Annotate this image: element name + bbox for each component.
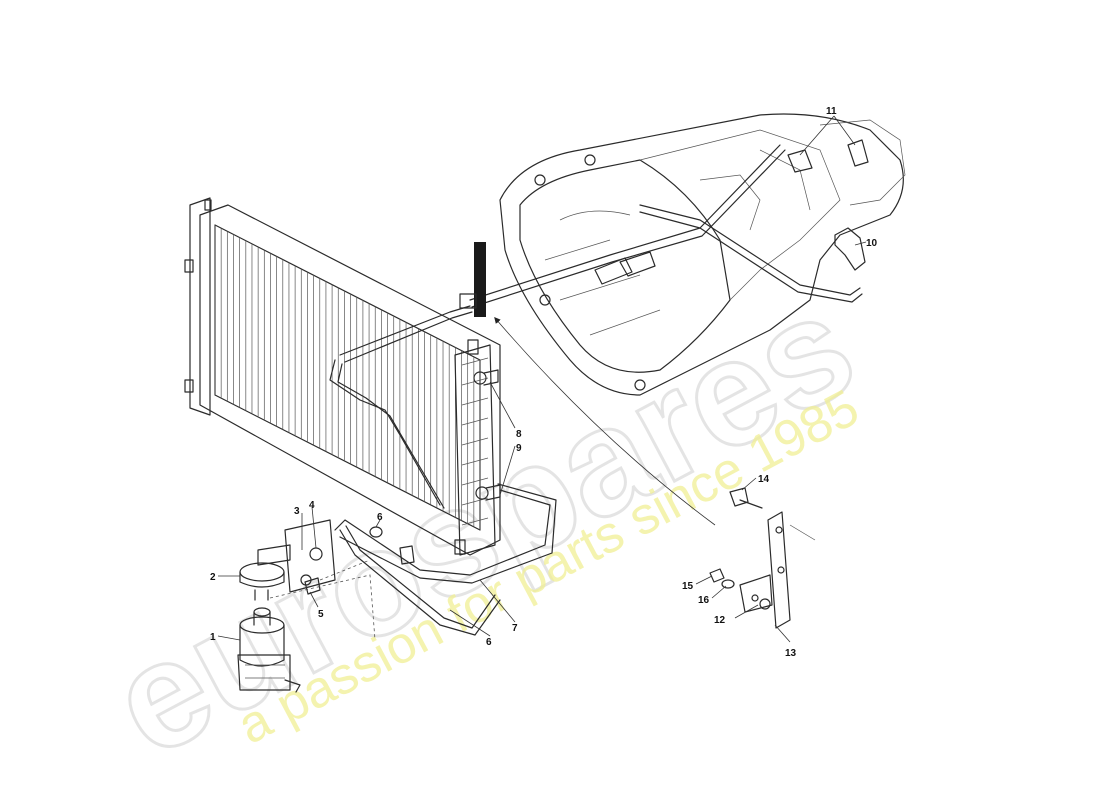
callout-8: 8 <box>516 429 522 440</box>
leader-lines <box>217 115 867 643</box>
callout-10: 10 <box>866 238 878 249</box>
oil-pump <box>237 607 301 693</box>
mount-bracket <box>257 519 336 593</box>
callout-6b: 6 <box>486 637 492 648</box>
callout-1: 1 <box>210 632 216 643</box>
callout-11: 11 <box>826 106 837 117</box>
pipe-clip <box>459 242 486 317</box>
callout-6a: 6 <box>377 512 383 523</box>
callout-13: 13 <box>785 648 797 659</box>
callout-9: 9 <box>516 443 522 454</box>
callout-4: 4 <box>309 500 315 511</box>
watermark-brand: eurospares <box>86 260 879 788</box>
cooler-pipes <box>329 144 863 636</box>
o-ring-6b <box>399 545 415 565</box>
fitting-8 <box>473 369 499 386</box>
callout-7: 7 <box>512 623 518 634</box>
fitting-9 <box>475 484 501 501</box>
callout-5: 5 <box>318 609 324 620</box>
fitting-10 <box>834 227 866 271</box>
callout-3: 3 <box>294 506 300 517</box>
pump-clamp <box>239 562 285 601</box>
transmission <box>499 113 906 396</box>
bracket-assembly <box>709 487 816 629</box>
callout-2: 2 <box>210 572 216 583</box>
watermark: eurospares a passion for parts since 198… <box>85 259 881 790</box>
mount-dashes <box>269 559 376 641</box>
detail-arrow <box>494 317 716 526</box>
fitting-11 <box>787 139 869 173</box>
radiator <box>184 197 501 556</box>
callout-14: 14 <box>758 474 770 485</box>
bolt-5 <box>300 574 321 595</box>
callout-12: 12 <box>714 615 726 626</box>
callout-15: 15 <box>682 581 694 592</box>
callout-16: 16 <box>698 595 710 606</box>
callout-labels: 1 2 3 4 5 6 6 7 8 9 10 11 12 13 14 15 16 <box>210 106 878 659</box>
